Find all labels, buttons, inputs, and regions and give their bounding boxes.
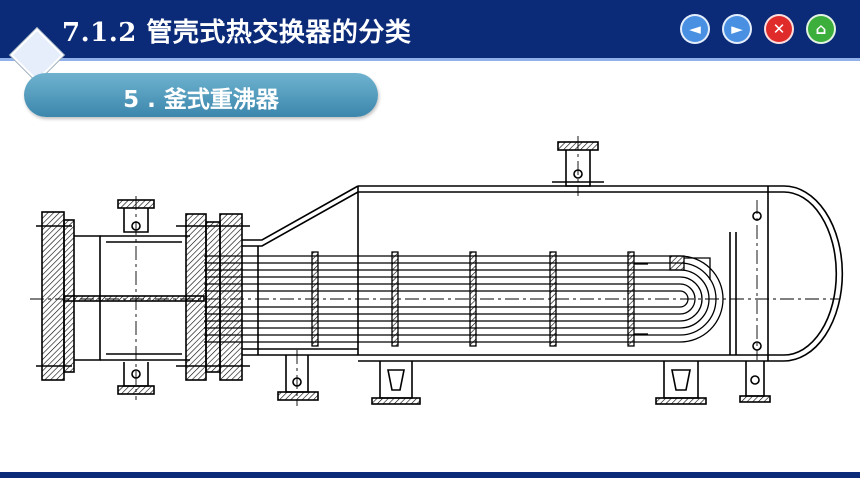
back-button[interactable]: ◄	[680, 14, 710, 44]
saddle-support-left	[371, 361, 421, 405]
section-label: 5 . 釜式重沸器	[123, 87, 279, 113]
page-title: 7.1.2 管壳式热交换器的分类	[62, 18, 412, 48]
forward-button[interactable]: ►	[722, 14, 752, 44]
channel-section	[36, 199, 250, 395]
forward-nav-icon: ►	[731, 20, 743, 38]
close-button[interactable]: ✕	[764, 14, 794, 44]
home-button[interactable]: ⌂	[806, 14, 836, 44]
bottom-inlet-nozzle	[277, 355, 319, 401]
centre-lines	[30, 136, 840, 406]
kettle-reboiler-drawing	[30, 136, 844, 406]
saddle-support-right	[655, 361, 707, 405]
drain-nozzle	[739, 361, 771, 403]
home-nav-icon: ⌂	[815, 20, 827, 38]
footer-bar	[0, 472, 860, 478]
header-divider	[0, 58, 860, 61]
section-heading: 5 . 釜式重沸器	[24, 73, 378, 117]
close-nav-icon: ✕	[772, 20, 786, 38]
cone-transition	[242, 185, 359, 356]
nav-buttons: ◄ ► ✕ ⌂	[680, 14, 836, 44]
back-nav-icon: ◄	[689, 20, 701, 38]
header-bar	[0, 0, 860, 58]
